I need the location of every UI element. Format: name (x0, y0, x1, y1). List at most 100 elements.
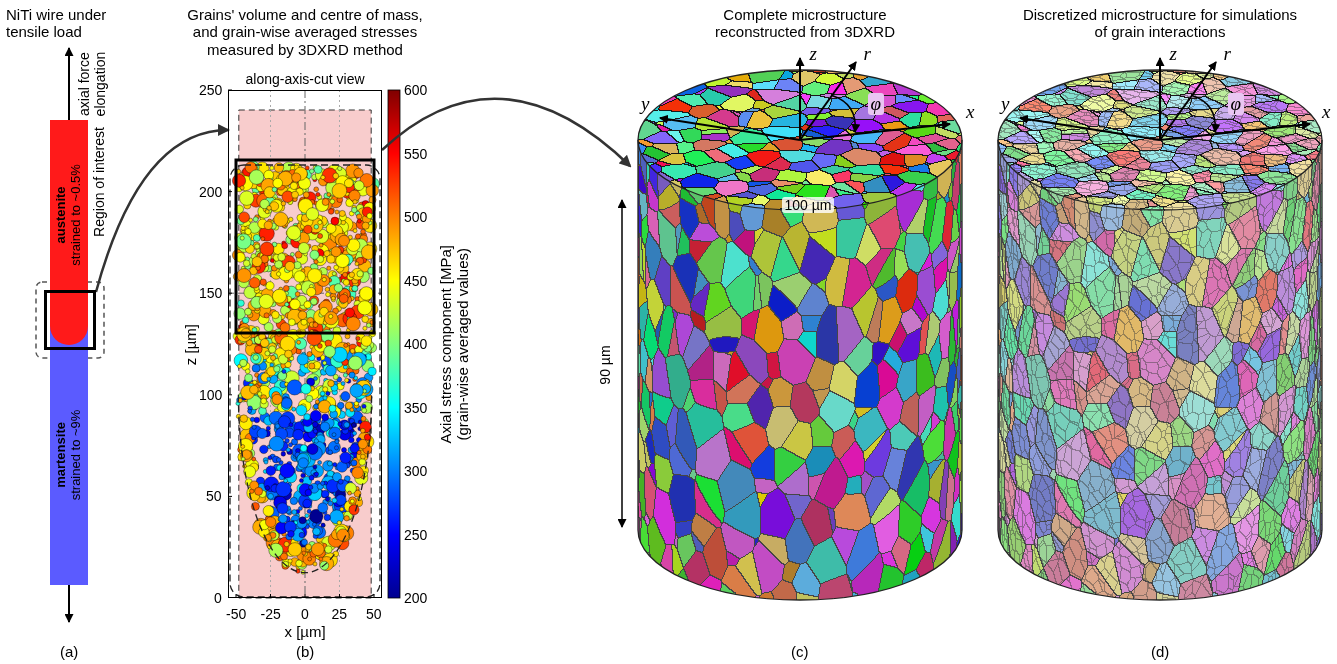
grain-dot (239, 212, 250, 223)
grain-dot (358, 301, 372, 315)
grain-dot (337, 521, 341, 525)
grain-dot (327, 266, 331, 270)
coordinate-axes (660, 58, 950, 140)
grain-dot (313, 465, 317, 469)
grain-dot (339, 294, 348, 303)
grain-dot (330, 510, 344, 524)
figure-label: r (864, 43, 871, 65)
grain-dot (322, 277, 326, 281)
figure-label: 250 (404, 527, 427, 543)
strain-note: strained to ~9% (69, 385, 84, 525)
grain-dot (270, 166, 274, 170)
grain-dot (260, 242, 274, 256)
grain-dot (320, 422, 329, 431)
grain-dot (311, 298, 318, 305)
grain-dot (332, 433, 336, 437)
grain-dot (255, 244, 260, 249)
grain-dot (238, 300, 245, 307)
grain-dot (265, 486, 270, 491)
grain-dot (276, 458, 281, 463)
grain-dot (343, 279, 349, 285)
grain-dot (304, 301, 311, 308)
grain-dot (327, 193, 331, 197)
grain-dot (284, 479, 288, 483)
grain-dot (314, 404, 319, 409)
figure-label: 500 (404, 209, 427, 225)
grain-dot (269, 346, 276, 353)
figure-label: -50 (226, 606, 246, 622)
grain-dot (240, 359, 247, 366)
grain-dot (253, 217, 258, 222)
figure-label: (d) (1151, 643, 1169, 660)
grain-dot (334, 284, 342, 292)
grain-dot (324, 514, 330, 520)
grain-dot (280, 336, 295, 351)
grain-dot (240, 191, 254, 205)
grain-dot (357, 219, 361, 223)
grain-dot (355, 234, 360, 239)
grain-dot (353, 200, 357, 204)
grain-dot (352, 431, 356, 435)
grain-dot (305, 166, 309, 170)
grain-dot (298, 458, 308, 468)
figure-label: 150 (199, 285, 222, 301)
grain-dot (243, 260, 250, 267)
grain-dot (326, 365, 337, 376)
grain-dot (337, 402, 344, 409)
grain-dot (352, 207, 358, 213)
figure-label: y (641, 93, 649, 115)
roi-box (236, 160, 374, 333)
grain-dot (289, 423, 293, 427)
figure-label: 250 (199, 82, 222, 98)
grain-dot (349, 497, 357, 505)
grain-dot (320, 391, 325, 396)
grain-dot (344, 422, 350, 428)
grain-dot (267, 377, 271, 381)
grain-dot (301, 319, 307, 325)
grain-dot (264, 323, 273, 332)
node-label: Discretized microstructure for simulatio… (1015, 6, 1305, 41)
strain-note: strained to ~0.5% (69, 145, 84, 285)
grain-dot (340, 452, 351, 463)
grain-dot (313, 528, 321, 536)
figure-label: NiTi wire under tensile load (6, 6, 136, 41)
grain-dot (289, 217, 293, 221)
text-group: austenitestrained to ~0.5% (54, 145, 84, 285)
grain-dot (326, 392, 330, 396)
grain-dot (344, 343, 348, 347)
grain-dot (234, 354, 248, 368)
grain-dot (237, 397, 243, 403)
grain-dot (313, 322, 318, 327)
grain-dot (292, 191, 299, 198)
grain-dot (348, 356, 362, 370)
mesh-render (990, 66, 1330, 606)
grain-dot (303, 192, 309, 198)
grain-dot (361, 336, 372, 347)
grain-cloud (232, 161, 379, 574)
grain-dot (282, 191, 294, 203)
grain-dot (330, 293, 336, 299)
grain-dot (360, 428, 365, 433)
grain-dot (308, 557, 312, 561)
grain-dot (290, 299, 301, 310)
figure-label: 200 (199, 184, 222, 200)
grain-dot (332, 272, 336, 276)
grain-dot (339, 210, 345, 216)
grain-dot (260, 339, 269, 348)
grain-dot (303, 499, 312, 508)
grain-dot (254, 346, 262, 354)
grain-dot (306, 208, 319, 221)
grain-dot (301, 384, 311, 394)
grain-dot (260, 445, 268, 453)
grain-dot (319, 243, 323, 247)
grain-dot (368, 367, 376, 375)
grain-dot (360, 287, 374, 301)
grain-dot (349, 272, 355, 278)
grain-dot (354, 168, 363, 177)
grain-dot (296, 284, 302, 290)
grain-dot (293, 429, 304, 440)
grain-dot (314, 187, 319, 192)
grain-dot (286, 448, 290, 452)
figure-label: 600 (404, 82, 427, 98)
